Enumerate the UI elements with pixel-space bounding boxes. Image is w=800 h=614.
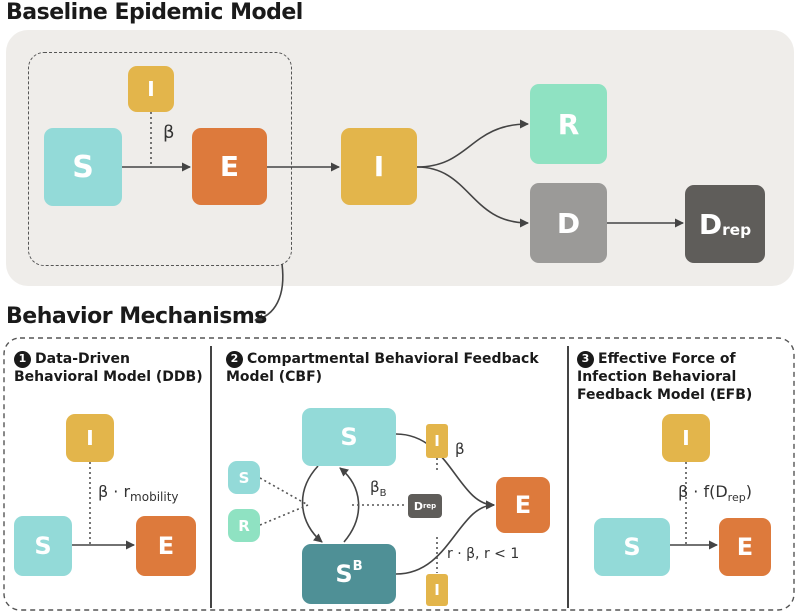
cbf-beta-label: β: [455, 440, 465, 458]
efb-node-i: I: [662, 414, 710, 462]
ddb-title-text: Data-Driven Behavioral Model (DDB): [14, 351, 203, 385]
cbf-drep-sub: rep: [422, 502, 437, 510]
baseline-node-d: D: [530, 183, 607, 263]
ddb-node-i: I: [66, 414, 114, 462]
dashed-box-to-mechanisms-arrow: [254, 263, 284, 323]
cbf-node-s: S: [302, 408, 396, 466]
baseline-node-i: I: [341, 128, 417, 205]
baseline-node-r: R: [530, 84, 607, 164]
cbf-r-beta-label: r · β, r < 1: [447, 546, 520, 562]
cbf-title-text: Compartmental Behavioral Feedback Model …: [226, 351, 539, 385]
baseline-drep-main: D: [698, 207, 723, 241]
efb-rate-prefix: β · f(D: [678, 482, 728, 501]
baseline-i-to-d-arrow: [416, 166, 529, 228]
cbf-s-to-sb-arrow: [301, 465, 323, 543]
cbf-sb-sup: B: [352, 558, 363, 574]
efb-title-text: Effective Force of Infection Behavioral …: [577, 351, 753, 403]
cbf-drep-main: D: [413, 499, 423, 513]
ddb-number-badge: 1: [14, 350, 31, 368]
cbf-s-to-e-arrow: [395, 433, 495, 510]
cbf-node-s-small: S: [228, 461, 260, 494]
mechanisms-dashed-container: [3, 337, 795, 611]
cbf-node-i-top: I: [426, 424, 448, 458]
cbf-node-i-bottom: I: [426, 574, 448, 606]
cbf-sb-to-e-arrow: [395, 500, 495, 575]
cbf-dotted-from-r: [259, 504, 309, 526]
ddb-rate-main: β · r: [98, 482, 131, 501]
baseline-node-i-small: I: [128, 66, 174, 112]
efb-number-badge: 3: [577, 350, 594, 368]
cbf-node-r-small: R: [228, 509, 260, 542]
baseline-node-e: E: [192, 128, 267, 205]
efb-node-e: E: [719, 518, 771, 576]
baseline-beta-label: β: [163, 122, 175, 143]
divider-1: [210, 346, 212, 608]
ddb-rate-label: β · rmobility: [98, 482, 179, 504]
cbf-beta-b-main: β: [370, 478, 380, 496]
efb-rate-sub: rep: [727, 491, 746, 505]
infection-process-dashed-box: [28, 52, 292, 266]
baseline-drep-sub: rep: [722, 221, 752, 239]
cbf-beta-b-sub: B: [379, 488, 387, 499]
cbf-node-e: E: [496, 477, 550, 533]
behavior-title: Behavior Mechanisms: [6, 304, 267, 329]
baseline-node-s: S: [44, 128, 122, 206]
cbf-dotted-from-s: [259, 477, 309, 506]
ddb-rate-sub: mobility: [130, 490, 179, 505]
efb-node-s: S: [594, 518, 670, 576]
efb-rate-label: β · f(Drep): [678, 482, 752, 504]
baseline-title: Baseline Epidemic Model: [6, 0, 303, 25]
ddb-node-s: S: [14, 516, 72, 576]
efb-rate-suffix: ): [745, 482, 752, 501]
cbf-beta-b-label: βB: [370, 478, 386, 499]
baseline-i-to-r-arrow: [416, 119, 529, 168]
cbf-sb-main: S: [335, 560, 353, 588]
divider-2: [567, 346, 569, 608]
cbf-sb-to-s-arrow: [339, 467, 360, 543]
cbf-number-badge: 2: [226, 350, 243, 368]
ddb-node-e: E: [136, 516, 196, 576]
